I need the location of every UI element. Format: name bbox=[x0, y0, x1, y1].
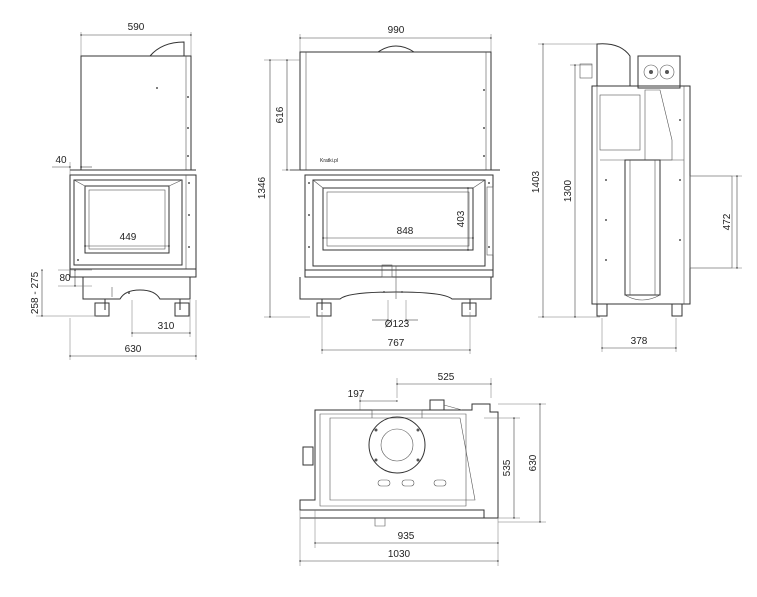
dim-40-label: 40 bbox=[55, 155, 67, 166]
dim-d123-label: Ø123 bbox=[385, 319, 410, 330]
dim-378-label: 378 bbox=[631, 336, 648, 347]
dim-630-label: 630 bbox=[125, 344, 142, 355]
plan-view: 525 197 535 63 bbox=[300, 372, 546, 566]
dim-590-label: 590 bbox=[128, 22, 145, 33]
dim-990-label: 990 bbox=[388, 25, 405, 36]
side-view: 1403 1300 472 bbox=[531, 44, 742, 352]
dim-525-label: 525 bbox=[438, 372, 455, 383]
dim-258-275-label: 258 - 275 bbox=[30, 271, 41, 314]
dim-472-label: 472 bbox=[722, 213, 733, 230]
front-view: 990 Kratki.pl 616 1346 bbox=[257, 25, 500, 354]
dim-616-label: 616 bbox=[275, 106, 286, 123]
dim-767-label: 767 bbox=[388, 338, 405, 349]
dim-1346-label: 1346 bbox=[257, 176, 268, 199]
dim-935-label: 935 bbox=[398, 531, 415, 542]
left-front-view: 590 40 449 bbox=[30, 22, 196, 360]
dim-630-plan-label: 630 bbox=[528, 454, 539, 471]
dim-403-label: 403 bbox=[456, 210, 467, 227]
dim-449-label: 449 bbox=[120, 232, 137, 243]
dim-535-label: 535 bbox=[502, 459, 513, 476]
nameplate: Kratki.pl bbox=[320, 158, 338, 164]
dim-197-label: 197 bbox=[348, 389, 365, 400]
dim-310-label: 310 bbox=[158, 321, 175, 332]
dim-1030-label: 1030 bbox=[388, 549, 411, 560]
dim-1300-label: 1300 bbox=[563, 179, 574, 202]
dim-80-label: 80 bbox=[59, 273, 71, 284]
dim-848-label: 848 bbox=[397, 226, 414, 237]
dim-1403-label: 1403 bbox=[531, 170, 542, 193]
